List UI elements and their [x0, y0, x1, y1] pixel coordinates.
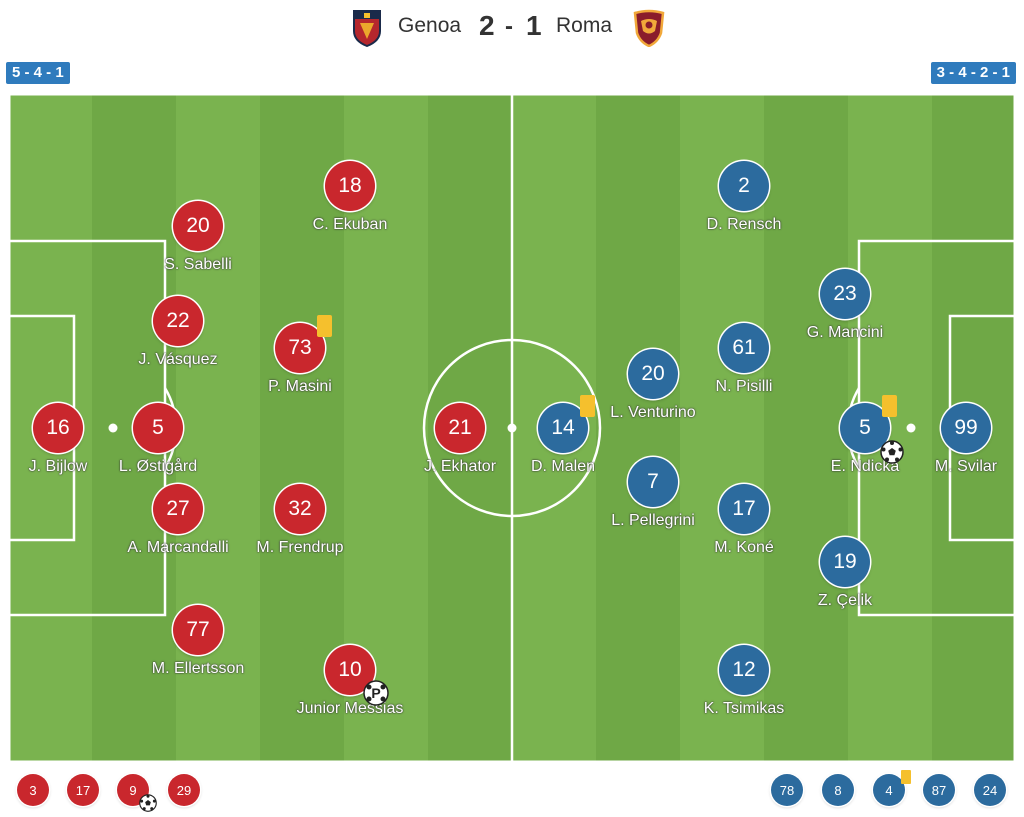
home-formation-badge: 5 - 4 - 1: [6, 62, 70, 84]
yellow-card-icon: [580, 395, 595, 417]
player-name: L. Pellegrini: [611, 512, 695, 529]
player-number: 16: [33, 403, 83, 453]
sub-number: 78: [771, 774, 803, 806]
player-name: L. Østigård: [118, 458, 198, 475]
player-number: 77: [173, 605, 223, 655]
yellow-card-icon: [882, 395, 897, 417]
player-name: M. Svilar: [934, 458, 998, 475]
yellow-card-icon: [317, 315, 332, 337]
player-number: 21: [435, 403, 485, 453]
player-name: M. Frendrup: [256, 539, 344, 556]
away-team-name: Roma: [556, 14, 613, 37]
player-name: M. Ellertsson: [151, 660, 245, 677]
player-number: 2: [719, 161, 769, 211]
soccer-ball-icon: [139, 794, 157, 812]
player-number: 61: [719, 323, 769, 373]
sub-number: 8: [822, 774, 854, 806]
player-number: 22: [153, 296, 203, 346]
yellow-card-icon: [901, 770, 911, 784]
player-number: 18: [325, 161, 375, 211]
player-name: G. Mancini: [806, 324, 884, 341]
soccer-ball-icon: [880, 440, 904, 464]
player-number: 19: [820, 537, 870, 587]
home-team-name: Genoa: [398, 14, 462, 37]
sub-number: 29: [168, 774, 200, 806]
player-number: 32: [275, 484, 325, 534]
player-number: 23: [820, 269, 870, 319]
player-number: 5: [133, 403, 183, 453]
pitch: 16 J. Bijlow 5 L. Østigård 22 J. Vásquez…: [8, 93, 1016, 763]
player-name: M. Koné: [714, 539, 774, 556]
genoa-crest-icon: [353, 10, 381, 47]
player-number: 5: [840, 403, 890, 453]
player-number: 20: [628, 349, 678, 399]
player-name: S. Sabelli: [164, 256, 232, 273]
sub-number: 3: [17, 774, 49, 806]
player-name: E. Ndicka: [830, 458, 900, 475]
player-name: L. Venturino: [610, 404, 696, 421]
score-separator: -: [505, 13, 513, 40]
player-name: C. Ekuban: [312, 216, 388, 233]
roma-crest-icon: [633, 9, 665, 47]
player-number: 20: [173, 201, 223, 251]
sub-number: 17: [67, 774, 99, 806]
player-name: D. Rensch: [706, 216, 782, 233]
player-number: 14: [538, 403, 588, 453]
player-name: P. Masini: [268, 378, 332, 395]
player-number: 73: [275, 323, 325, 373]
penalty-goal-icon: P: [363, 680, 389, 706]
player-number: 7: [628, 457, 678, 507]
player-name: D. Malen: [530, 458, 596, 475]
player-number: 12: [719, 645, 769, 695]
sub-number: 87: [923, 774, 955, 806]
player-name: J. Ekhator: [423, 458, 497, 475]
player-name: J. Vásquez: [138, 351, 218, 368]
player-name: K. Tsimikas: [703, 700, 785, 717]
away-score: 1: [526, 10, 542, 41]
sub-number: 4: [873, 774, 905, 806]
sub-number: 24: [974, 774, 1006, 806]
match-header: Genoa 2 - 1 Roma: [0, 0, 1024, 56]
player-name: N. Pisilli: [715, 378, 773, 395]
home-score: 2: [479, 10, 495, 41]
player-name: Z. Çelik: [817, 592, 873, 609]
player-number: 27: [153, 484, 203, 534]
away-formation-badge: 3 - 4 - 2 - 1: [930, 62, 1016, 84]
player-number: 17: [719, 484, 769, 534]
player-name: J. Bijlow: [28, 458, 88, 475]
player-number: 99: [941, 403, 991, 453]
svg-text:P: P: [371, 685, 380, 701]
player-name: Junior Messias: [296, 700, 404, 717]
player-name: A. Marcandalli: [127, 539, 229, 556]
